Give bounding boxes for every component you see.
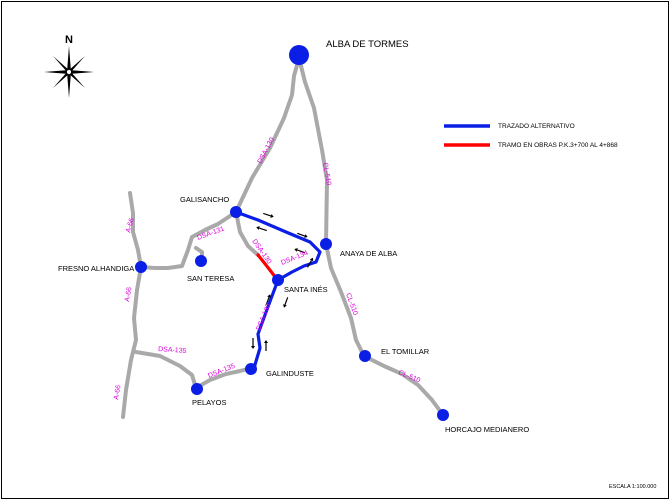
road-network xyxy=(121,56,445,419)
road-dsa-135-lower xyxy=(194,366,253,390)
road-a-66-mid xyxy=(121,265,143,419)
legend-label-alternative: TRAZADO ALTERNATIVO xyxy=(498,123,575,130)
town-markers xyxy=(135,45,449,421)
arrow-icon xyxy=(264,340,268,351)
road-label-cl-510-south: CL-510 xyxy=(397,369,421,384)
town-marker-galinduste xyxy=(245,363,257,375)
arrow-icon xyxy=(256,226,267,232)
town-label-santa-ines: SANTA INÉS xyxy=(284,285,328,294)
town-marker-el-tomillar xyxy=(359,350,371,362)
road-dsa-131 xyxy=(139,210,238,270)
town-label-el-tomillar: EL TOMILLAR xyxy=(381,347,430,356)
town-label-san-teresa: SAN TERESA xyxy=(187,274,234,283)
road-label-dsa-135-upper: DSA-135 xyxy=(158,346,187,355)
town-label-fresno-alhandiga: FRESNO ALHANDIGA xyxy=(58,264,134,273)
arrow-icon xyxy=(297,232,308,238)
town-marker-horcajo-medianero xyxy=(437,409,449,421)
road-cl-510-mid xyxy=(324,242,366,358)
town-label-horcajo-medianero: HORCAJO MEDIANERO xyxy=(445,425,529,434)
arrow-icon xyxy=(283,297,289,308)
town-label-anaya-de-alba: ANAYA DE ALBA xyxy=(340,249,397,258)
road-label-a-66-bottom: A-66 xyxy=(113,384,122,400)
road-label-cl-510-north: CL-510 xyxy=(321,162,332,186)
road-label-a-66-top: A-66 xyxy=(125,217,136,233)
compass-rose-icon: N xyxy=(44,34,94,98)
town-marker-pelayos xyxy=(191,383,203,395)
road-label-dsa-130-south: DSA-130 xyxy=(255,303,272,332)
town-marker-santa-ines xyxy=(272,274,284,286)
road-cl-510-south xyxy=(362,354,445,417)
arrow-icon xyxy=(251,338,255,349)
town-label-alba-de-tormes: ALBA DE TORMES xyxy=(326,39,409,50)
town-label-galinduste: GALINDUSTE xyxy=(266,369,314,378)
alternative-route xyxy=(234,210,322,370)
legend: TRAZADO ALTERNATIVO TRAMO EN OBRAS P.K.3… xyxy=(444,123,618,149)
road-a-66-top xyxy=(128,191,143,269)
arrow-icon xyxy=(306,257,314,268)
road-label-a-66-mid: A-66 xyxy=(124,286,133,302)
works-section xyxy=(256,253,278,280)
town-marker-anaya-de-alba xyxy=(320,238,332,250)
town-label-galisancho: GALISANCHO xyxy=(180,195,229,204)
road-cl-510-north xyxy=(297,56,329,246)
town-label-pelayos: PELAYOS xyxy=(192,398,226,407)
arrow-icon xyxy=(294,248,305,254)
road-dsa-130-mid xyxy=(234,210,260,257)
arrow-icon xyxy=(263,212,274,218)
direction-arrows xyxy=(251,212,314,351)
road-dsa-135-upper xyxy=(134,350,198,390)
road-label-dsa-130-north: DSA-130 xyxy=(257,136,277,164)
town-marker-fresno-alhandiga xyxy=(135,261,147,273)
town-marker-alba-de-tormes xyxy=(289,45,309,65)
legend-label-works: TRAMO EN OBRAS P.K.3+700 AL 4+868 xyxy=(498,142,618,149)
town-labels: ALBA DE TORMES GALISANCHO ANAYA DE ALBA … xyxy=(58,39,529,434)
town-marker-galisancho xyxy=(230,206,242,218)
town-marker-san-teresa xyxy=(195,255,207,267)
road-dsa-130-north xyxy=(234,56,301,214)
scale-label: ESCALA 1:100.000 xyxy=(609,484,656,490)
arrow-icon xyxy=(265,294,271,305)
north-label: N xyxy=(65,34,73,46)
